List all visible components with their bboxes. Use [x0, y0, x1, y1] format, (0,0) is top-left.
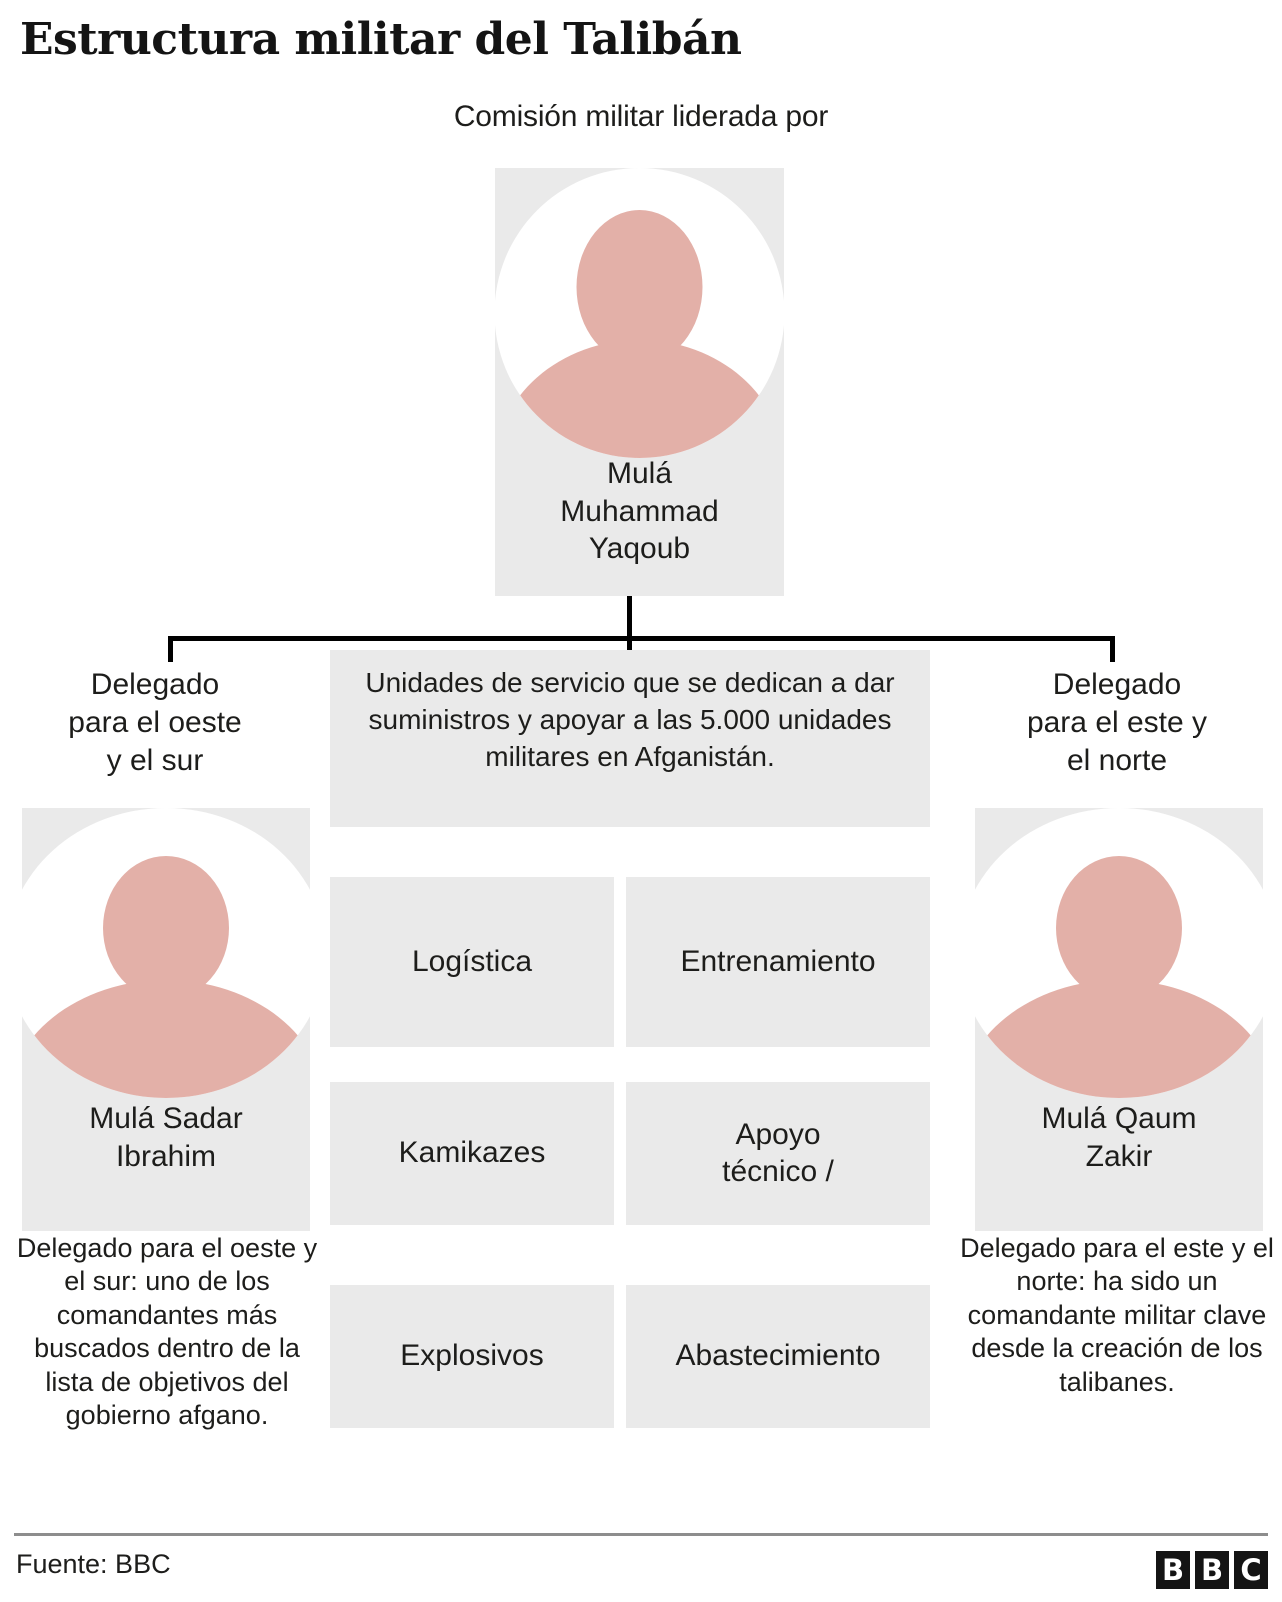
connector-stem-top	[627, 596, 632, 640]
service-units-description: Unidades de servicio que se dedican a da…	[365, 667, 895, 773]
unit-label-abastecimiento: Abastecimiento	[675, 1339, 881, 1373]
connector-drop-right	[1110, 636, 1115, 662]
unit-card-apoyo-tecnico[interactable]	[626, 1082, 930, 1225]
person-avatar-icon	[975, 808, 1263, 1098]
person-avatar-icon	[22, 808, 310, 1098]
unit-card-entrenamiento[interactable]	[626, 877, 930, 1047]
right-person-caption: Delegado para el este y el norte: ha sid…	[960, 1233, 1274, 1397]
unit-label-kamikazes: Kamikazes	[398, 1136, 546, 1170]
right-person-name: Mulá Qaum Zakir	[1041, 1102, 1197, 1173]
unit-label-logistica: Logística	[411, 944, 533, 978]
subtitle: Comisión militar liderada por	[453, 100, 829, 133]
unit-card-explosivos[interactable]	[330, 1285, 614, 1428]
connector-horizontal-bar	[168, 636, 1115, 641]
service-units-description-card	[330, 650, 930, 827]
right-branch-heading: Delegado para el este y el norte	[1026, 668, 1208, 777]
unit-label-entrenamiento: Entrenamiento	[680, 944, 876, 978]
left-branch-heading: Delegado para el oeste y el sur	[68, 668, 242, 777]
bbc-logo-letter-1: B	[1156, 1551, 1190, 1589]
unit-label-apoyo-tecnico: Apoyo técnico /	[722, 1117, 834, 1188]
unit-card-abastecimiento[interactable]	[626, 1285, 930, 1428]
leader-avatar	[495, 168, 784, 458]
page-title: Estructura militar del Talibán	[20, 14, 742, 65]
connector-drop-left	[168, 636, 173, 662]
bbc-logo-letter-2: B	[1195, 1551, 1229, 1589]
unit-card-logistica[interactable]	[330, 877, 614, 1047]
left-person-avatar	[22, 808, 310, 1098]
right-person-avatar	[975, 808, 1263, 1098]
left-person-name: Mulá Sadar Ibrahim	[89, 1102, 243, 1173]
bbc-logo-letter-3: C	[1234, 1551, 1268, 1589]
footer-divider	[14, 1533, 1268, 1536]
source-label: Fuente: BBC	[16, 1549, 171, 1579]
bbc-logo: B B C	[1156, 1551, 1268, 1589]
left-person-caption: Delegado para el oeste y el sur: uno de …	[16, 1233, 318, 1431]
connector-drop-center	[627, 636, 632, 658]
leader-name: Mulá Muhammad Yaqoub	[560, 457, 719, 565]
unit-card-kamikazes[interactable]	[330, 1082, 614, 1225]
person-avatar-icon	[495, 168, 784, 458]
unit-label-explosivos: Explosivos	[400, 1339, 544, 1373]
